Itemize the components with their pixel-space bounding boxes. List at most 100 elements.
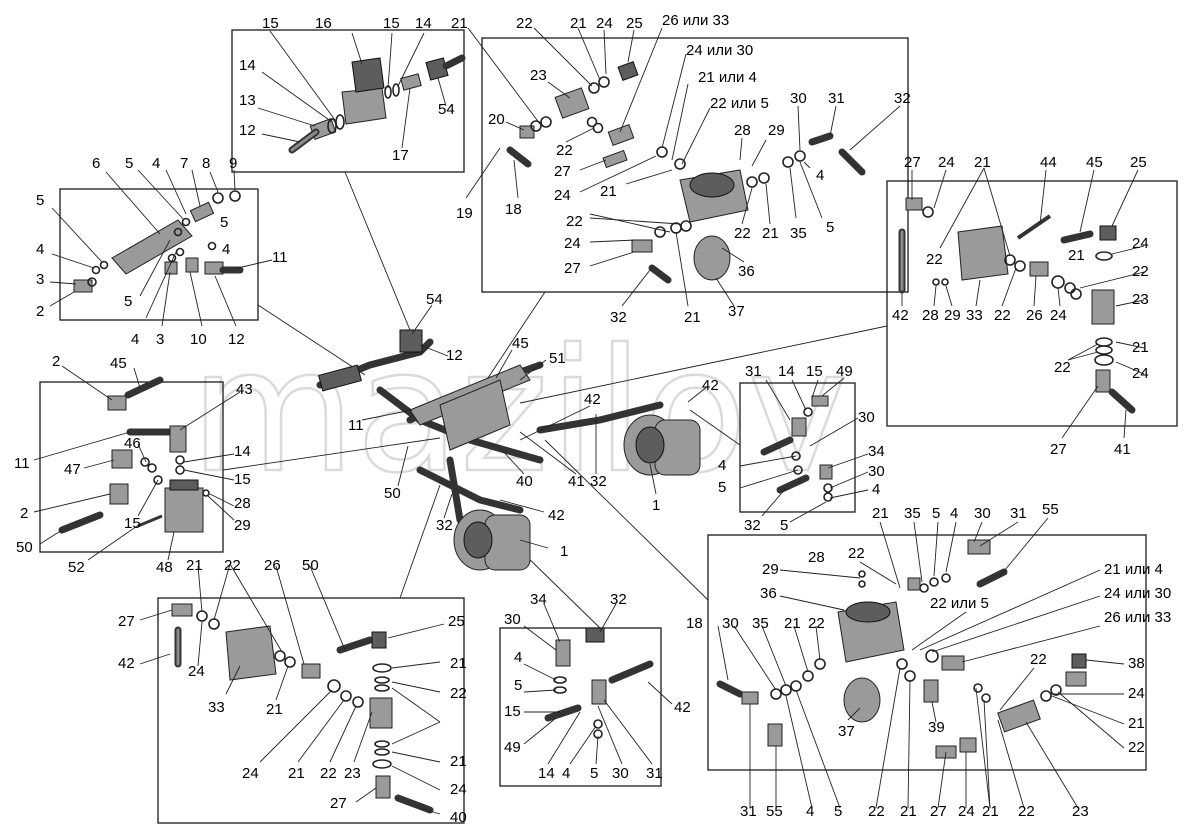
callout-label-g9-22e: 22 xyxy=(868,803,885,820)
callout-label-g3-29: 29 xyxy=(768,122,785,139)
callout-label-g4-41: 41 xyxy=(1114,441,1131,458)
callout-label-g4-22a: 22 xyxy=(926,251,943,268)
callout-label-c-41: 41 xyxy=(568,473,585,490)
callout-label-g5-49: 49 xyxy=(836,363,853,380)
callout-label-g4-26: 26 xyxy=(1026,307,1043,324)
callout-label-g4-21c: 21 xyxy=(1132,339,1149,356)
callout-label-g9-30a: 30 xyxy=(974,505,991,522)
relay-valve-top-parts xyxy=(506,61,866,284)
callout-label-g3-5: 5 xyxy=(826,219,834,236)
callout-label-g4-23: 23 xyxy=(1132,291,1149,308)
callout-label-g2-5b: 5 xyxy=(220,214,228,231)
callout-label-g3-2430: 24 или 30 xyxy=(686,42,753,59)
callout-label-g3-30: 30 xyxy=(790,90,807,107)
callout-label-g9-4b: 4 xyxy=(806,803,814,820)
frame-manifold-6 xyxy=(59,188,259,321)
callout-label-g4-22d: 22 xyxy=(1054,359,1071,376)
callout-label-g9-27: 27 xyxy=(930,803,947,820)
callout-label-g8-30a: 30 xyxy=(504,611,521,628)
callout-label-g4-33: 33 xyxy=(966,307,983,324)
callout-label-g3-225: 22 или 5 xyxy=(710,95,769,112)
callout-label-g4-44: 44 xyxy=(1040,154,1057,171)
callout-label-c-45: 45 xyxy=(512,335,529,352)
callout-label-g3-21c: 21 xyxy=(600,183,617,200)
callout-label-g4-27a: 27 xyxy=(904,154,921,171)
callout-label-c-12: 12 xyxy=(446,347,463,364)
callout-label-g6-52: 52 xyxy=(68,559,85,576)
callout-label-g3-21a: 21 xyxy=(451,15,468,32)
callout-label-g9-37: 37 xyxy=(838,723,855,740)
callout-label-g1-12: 12 xyxy=(239,122,256,139)
callout-label-g3-2633: 26 или 33 xyxy=(662,12,729,29)
callout-label-c-54: 54 xyxy=(426,291,443,308)
callout-label-g7-33: 33 xyxy=(208,699,225,716)
callout-label-g3-28: 28 xyxy=(734,122,751,139)
callout-label-g9-21d: 21 xyxy=(900,803,917,820)
callout-label-g3-23: 23 xyxy=(530,67,547,84)
callout-label-g9-29: 29 xyxy=(762,561,779,578)
valve-33-right-parts xyxy=(898,197,1136,414)
callout-label-g7-21e: 21 xyxy=(450,753,467,770)
callout-label-g6-28: 28 xyxy=(234,495,251,512)
callout-label-g3-22d: 22 xyxy=(734,225,751,242)
callout-label-g9-55a: 55 xyxy=(1042,501,1059,518)
callout-label-g9-22a: 22 xyxy=(848,545,865,562)
callout-label-g3-21e: 21 xyxy=(684,309,701,326)
callout-label-g6-15a: 15 xyxy=(234,471,251,488)
callout-label-g2-8: 8 xyxy=(202,155,210,172)
callout-label-g4-25: 25 xyxy=(1130,154,1147,171)
callout-label-g9-18: 18 xyxy=(686,615,703,632)
callout-label-g9-5a: 5 xyxy=(932,505,940,522)
callout-label-g9-22f: 22 xyxy=(1018,803,1035,820)
callout-label-g3-24b: 24 xyxy=(554,187,571,204)
callout-label-g7-26: 26 xyxy=(264,557,281,574)
callout-label-g8-32: 32 xyxy=(610,591,627,608)
callout-label-g7-40: 40 xyxy=(450,809,467,826)
frame-tee-fittings xyxy=(499,627,662,787)
callout-label-g7-25: 25 xyxy=(448,613,465,630)
callout-label-g5-5b: 5 xyxy=(780,517,788,534)
callout-label-g9-24b: 24 xyxy=(958,803,975,820)
callout-label-g1-14b: 14 xyxy=(239,57,256,74)
callout-label-g4-28: 28 xyxy=(922,307,939,324)
callout-label-g9-22c: 22 xyxy=(1030,651,1047,668)
callout-label-g9-2430: 24 или 30 xyxy=(1104,585,1171,602)
watermark-text: mazilov xyxy=(190,313,848,511)
callout-label-g8-14: 14 xyxy=(538,765,555,782)
callout-label-g8-42: 42 xyxy=(674,699,691,716)
callout-label-g4-21a: 21 xyxy=(974,154,991,171)
callout-label-g1-14a: 14 xyxy=(415,15,432,32)
callout-label-g5-34: 34 xyxy=(868,443,885,460)
callout-label-g9-22d: 22 xyxy=(1128,739,1145,756)
callout-label-g9-21e: 21 xyxy=(982,803,999,820)
callout-label-c-1a: 1 xyxy=(652,497,660,514)
callout-label-c-11: 11 xyxy=(348,417,364,434)
callout-label-g3-21d: 21 xyxy=(762,225,779,242)
leader-lines xyxy=(33,27,1145,815)
callout-label-g3-20: 20 xyxy=(488,111,505,128)
callout-label-c-51: 51 xyxy=(549,350,566,367)
callout-label-g8-4b: 4 xyxy=(562,765,570,782)
callout-label-g9-35a: 35 xyxy=(904,505,921,522)
callout-label-g2-7: 7 xyxy=(180,155,188,172)
callout-label-g7-27a: 27 xyxy=(118,613,135,630)
callout-label-g7-21b: 21 xyxy=(450,655,467,672)
callout-label-g4-22c: 22 xyxy=(994,307,1011,324)
chamber-fittings-parts xyxy=(760,395,833,502)
callout-label-g9-23: 23 xyxy=(1072,803,1089,820)
callout-label-g3-32b: 32 xyxy=(610,309,627,326)
callout-label-g3-27b: 27 xyxy=(564,260,581,277)
callout-label-g9-31b: 31 xyxy=(740,803,757,820)
callout-label-g2-4a: 4 xyxy=(152,155,160,172)
callout-label-g9-55b: 55 xyxy=(766,803,783,820)
frame-valve-33-bottom xyxy=(157,597,465,824)
callout-label-g4-24b: 24 xyxy=(1132,235,1149,252)
callout-label-g7-23: 23 xyxy=(344,765,361,782)
callout-label-g4-22b: 22 xyxy=(1132,263,1149,280)
callout-label-g3-37: 37 xyxy=(728,303,745,320)
callout-label-g2-11: 11 xyxy=(272,249,288,266)
callout-label-g9-21b: 21 xyxy=(784,615,801,632)
